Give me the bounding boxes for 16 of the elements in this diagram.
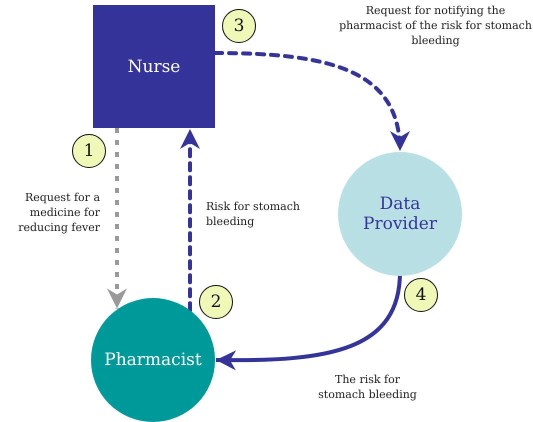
step-number <box>404 278 438 312</box>
actor-box <box>93 5 215 128</box>
step-number <box>72 134 106 168</box>
step-number-text: 3 <box>232 16 246 36</box>
step-number <box>199 285 233 319</box>
step-number-text: 2 <box>210 292 222 312</box>
step-number <box>222 9 256 43</box>
node-label: Data Provider <box>362 194 438 234</box>
arrow <box>180 127 200 312</box>
arrow <box>213 51 408 153</box>
arrow <box>107 128 127 309</box>
step-number-text: 4 <box>414 285 428 305</box>
node-label: Nurse <box>126 56 182 76</box>
step-number-text: 1 <box>82 141 96 161</box>
node-label: Pharmacist <box>103 350 203 370</box>
edge-label: Request for notifying the pharmacist of the risk for stomach bleeding <box>338 3 533 48</box>
